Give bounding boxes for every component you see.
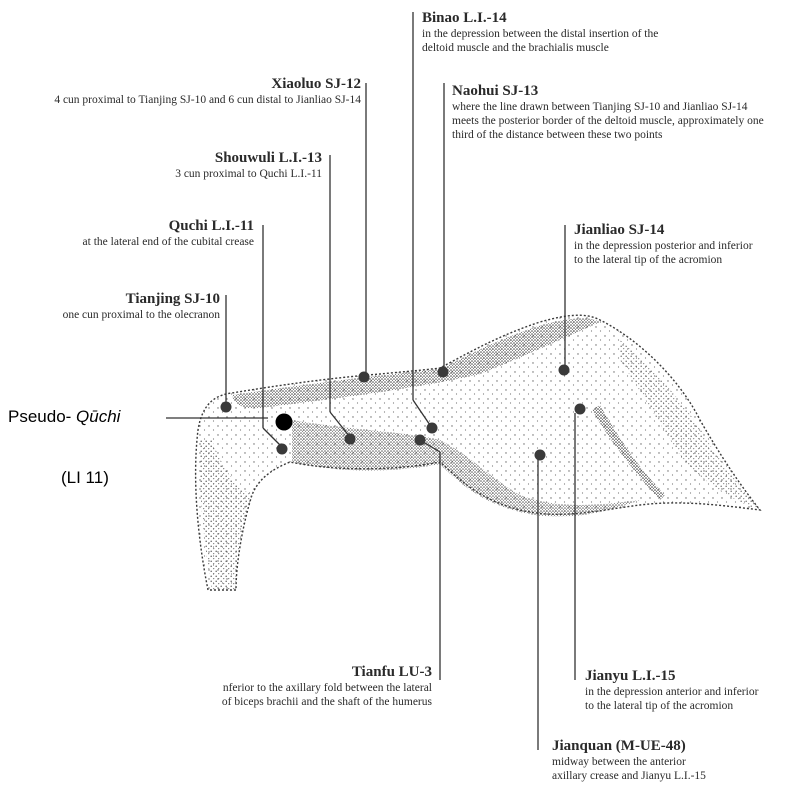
label-quchi: Quchi L.I.-11 at the lateral end of the …: [83, 218, 254, 249]
point-xiaoluo: [359, 372, 370, 383]
label-naohui: Naohui SJ-13 where the line drawn betwee…: [452, 83, 764, 142]
point-jianyu: [575, 404, 586, 415]
point-quchi: [277, 444, 288, 455]
label-binao: Binao L.I.-14 in the depression between …: [422, 10, 658, 55]
point-jianquan: [535, 450, 546, 461]
label-tianjing: Tianjing SJ-10 one cun proximal to the o…: [63, 291, 220, 322]
pseudo-prefix: Pseudo-: [8, 407, 76, 426]
point-jianliao: [559, 365, 570, 376]
pseudo-name: Qūchi: [76, 407, 120, 426]
point-pseudo-quchi: [276, 414, 293, 431]
label-xiaoluo: Xiaoluo SJ-12 4 cun proximal to Tianjing…: [54, 76, 361, 107]
label-jianquan: Jianquan (M-UE-48) midway between the an…: [552, 738, 706, 783]
point-naohui: [438, 367, 449, 378]
label-shouwuli: Shouwuli L.I.-13 3 cun proximal to Quchi…: [175, 150, 322, 181]
point-tianjing: [221, 402, 232, 413]
point-shouwuli: [345, 434, 356, 445]
label-jianliao: Jianliao SJ-14 in the depression posteri…: [574, 222, 753, 267]
label-pseudo-code: (LI 11): [61, 468, 109, 488]
point-binao: [427, 423, 438, 434]
label-pseudo-quchi: Pseudo- Qūchi: [8, 407, 120, 427]
point-tianfu: [415, 435, 426, 446]
label-tianfu: Tianfu LU-3 nferior to the axillary fold…: [222, 664, 432, 709]
label-jianyu: Jianyu L.I.-15 in the depression anterio…: [585, 668, 758, 713]
